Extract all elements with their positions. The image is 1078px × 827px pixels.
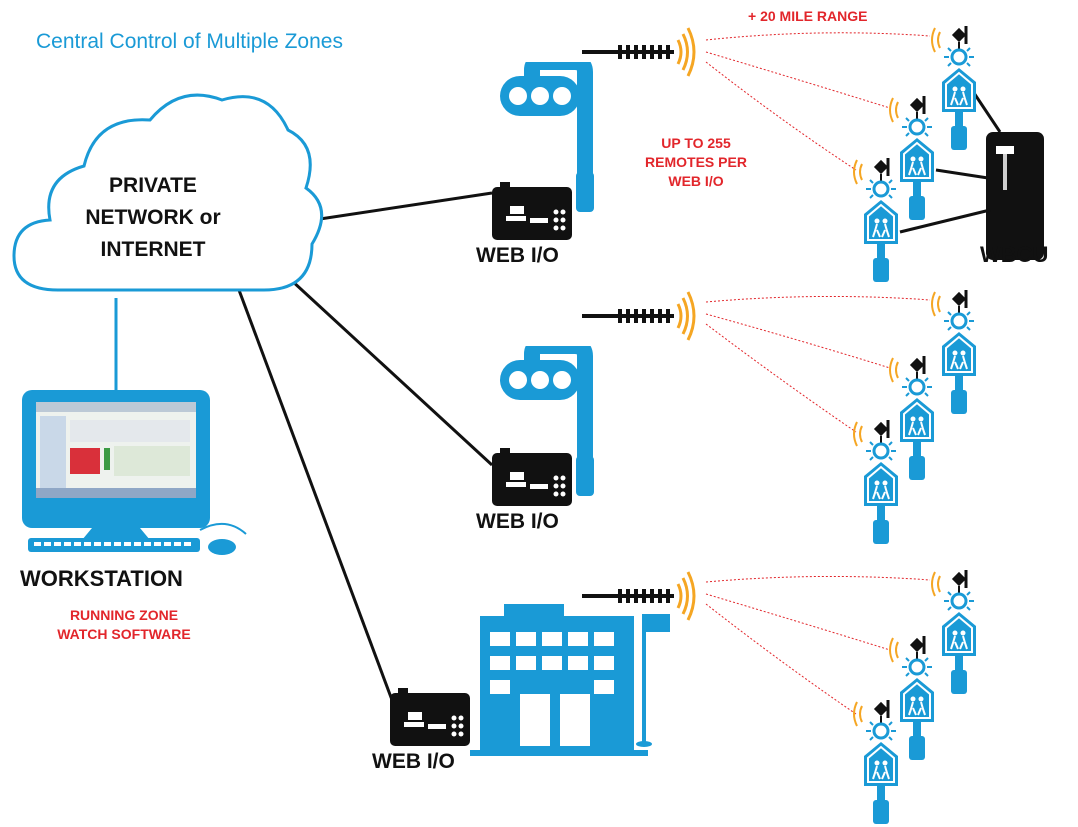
cloud-label-line-3: INTERNET <box>100 238 206 261</box>
radio-links-zone-3 <box>705 575 931 715</box>
web-io-box-icon <box>390 688 470 746</box>
range-label: + 20 MILE RANGE <box>748 8 868 24</box>
computer-icon <box>22 390 247 555</box>
remotes-note-line-2: REMOTES PER <box>645 154 747 170</box>
school-zone-sign-icon <box>852 700 900 826</box>
school-zone-sign-icon <box>930 26 978 152</box>
web-io-label-3: WEB I/O <box>372 750 455 773</box>
school-zone-sign-icon <box>888 356 936 482</box>
web-io-label-1: WEB I/O <box>476 244 559 267</box>
workstation-note-line-2: WATCH SOFTWARE <box>57 626 191 642</box>
wbcu-cabinet-icon <box>986 132 1044 260</box>
school-zone-sign-icon <box>852 420 900 546</box>
radio-links-zone-1 <box>705 32 931 171</box>
antenna-icon <box>582 290 696 342</box>
building-icon <box>470 604 670 756</box>
link-web-io-2 <box>276 266 494 467</box>
network-links <box>234 191 494 701</box>
remotes-note-line-1: UP TO 255 <box>661 135 731 151</box>
school-zone-sign-icon <box>852 158 900 284</box>
cloud-label-line-1: PRIVATE <box>109 174 197 197</box>
link-web-io-3 <box>234 281 394 701</box>
school-zone-sign-icon <box>930 570 978 696</box>
cloud-icon <box>12 93 324 292</box>
school-zone-sign-icon <box>888 96 936 222</box>
antenna-icon <box>582 26 696 78</box>
remotes-note: UP TO 255 REMOTES PER WEB I/O <box>630 134 762 191</box>
workstation-label: WORKSTATION <box>20 566 183 591</box>
remotes-note-line-3: WEB I/O <box>668 173 724 189</box>
web-io-box-icon <box>492 182 572 240</box>
workstation-note-line-1: RUNNING ZONE <box>69 607 179 623</box>
wbcu-label: WBCU <box>980 242 1049 267</box>
antenna-icon <box>582 570 696 622</box>
workstation-note: RUNNING ZONE WATCH SOFTWARE <box>26 606 222 644</box>
cloud-label-line-2: NETWORK or <box>85 206 221 229</box>
school-zone-sign-icon <box>930 290 978 416</box>
web-io-box-icon <box>492 448 572 506</box>
diagram-title: Central Control of Multiple Zones <box>36 30 343 53</box>
web-io-label-2: WEB I/O <box>476 510 559 533</box>
cloud-label: PRIVATE NETWORK or INTERNET <box>60 170 246 266</box>
link-web-io-1 <box>299 191 493 224</box>
radio-links-zone-2 <box>705 295 931 433</box>
school-zone-sign-icon <box>888 636 936 762</box>
